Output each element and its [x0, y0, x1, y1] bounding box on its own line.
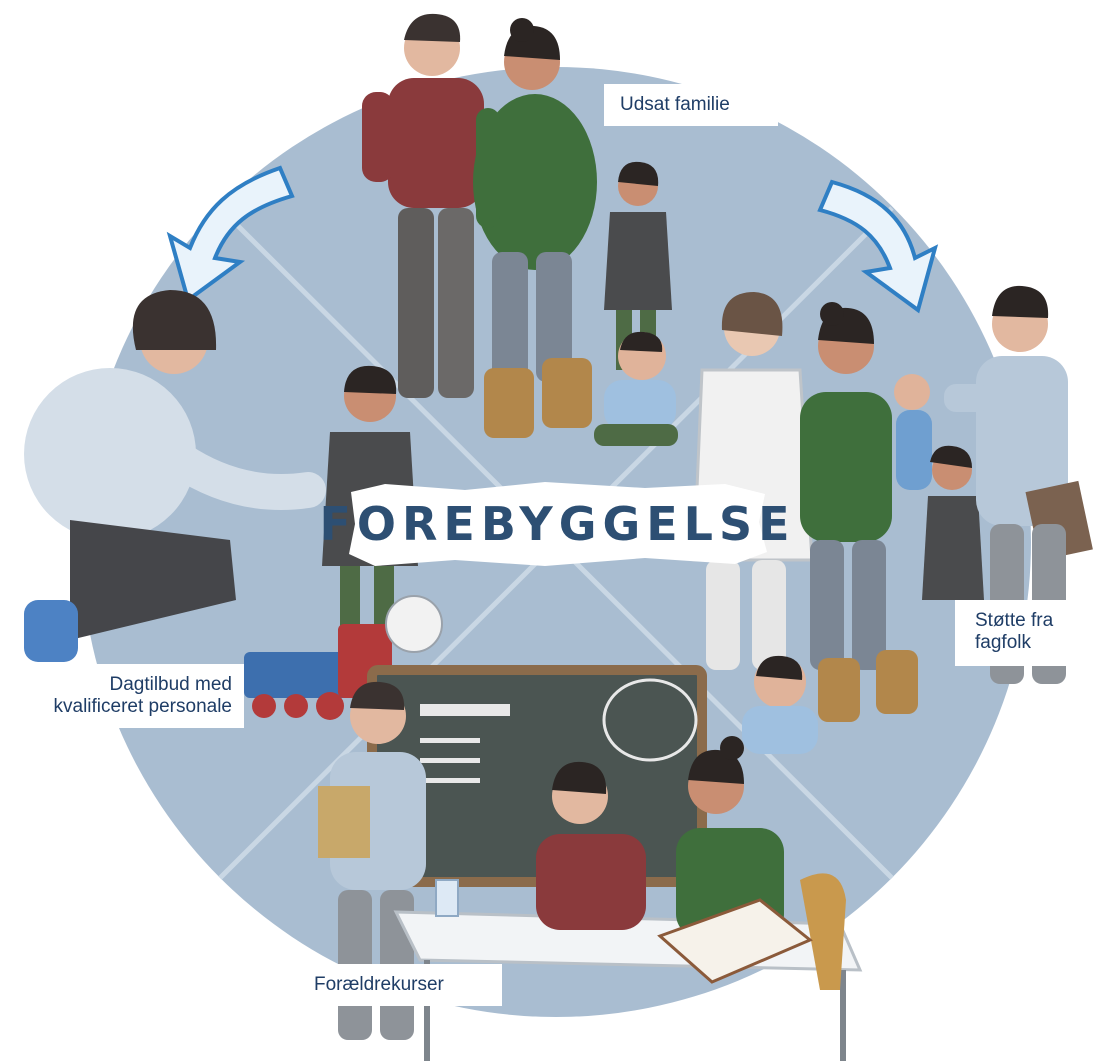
- brush-banner-icon: [349, 482, 767, 566]
- segment-label: Støtte fra fagfolk: [975, 610, 1054, 653]
- diagram-title-banner: FOREBYGGELSE: [319, 478, 790, 570]
- parent-course-illustration: [318, 665, 863, 1061]
- cycle-arrow-icon: [817, 179, 939, 314]
- label-udsat-familie: Udsat familie: [604, 84, 778, 126]
- segment-label: Dagtilbud med kvalificeret personale: [53, 674, 232, 717]
- segment-label: Forældrekurser: [314, 974, 444, 995]
- label-stotte-fra-fagfolk: Støtte fra fagfolk: [955, 600, 1089, 666]
- segment-label: Udsat familie: [620, 94, 730, 115]
- label-dagtilbud: Dagtilbud med kvalificeret personale: [40, 664, 244, 728]
- family-illustration: [362, 13, 678, 446]
- label-foraeldrekurser: Forældrekurser: [298, 964, 502, 1006]
- diagram-title: FOREBYGGELSE: [319, 497, 796, 551]
